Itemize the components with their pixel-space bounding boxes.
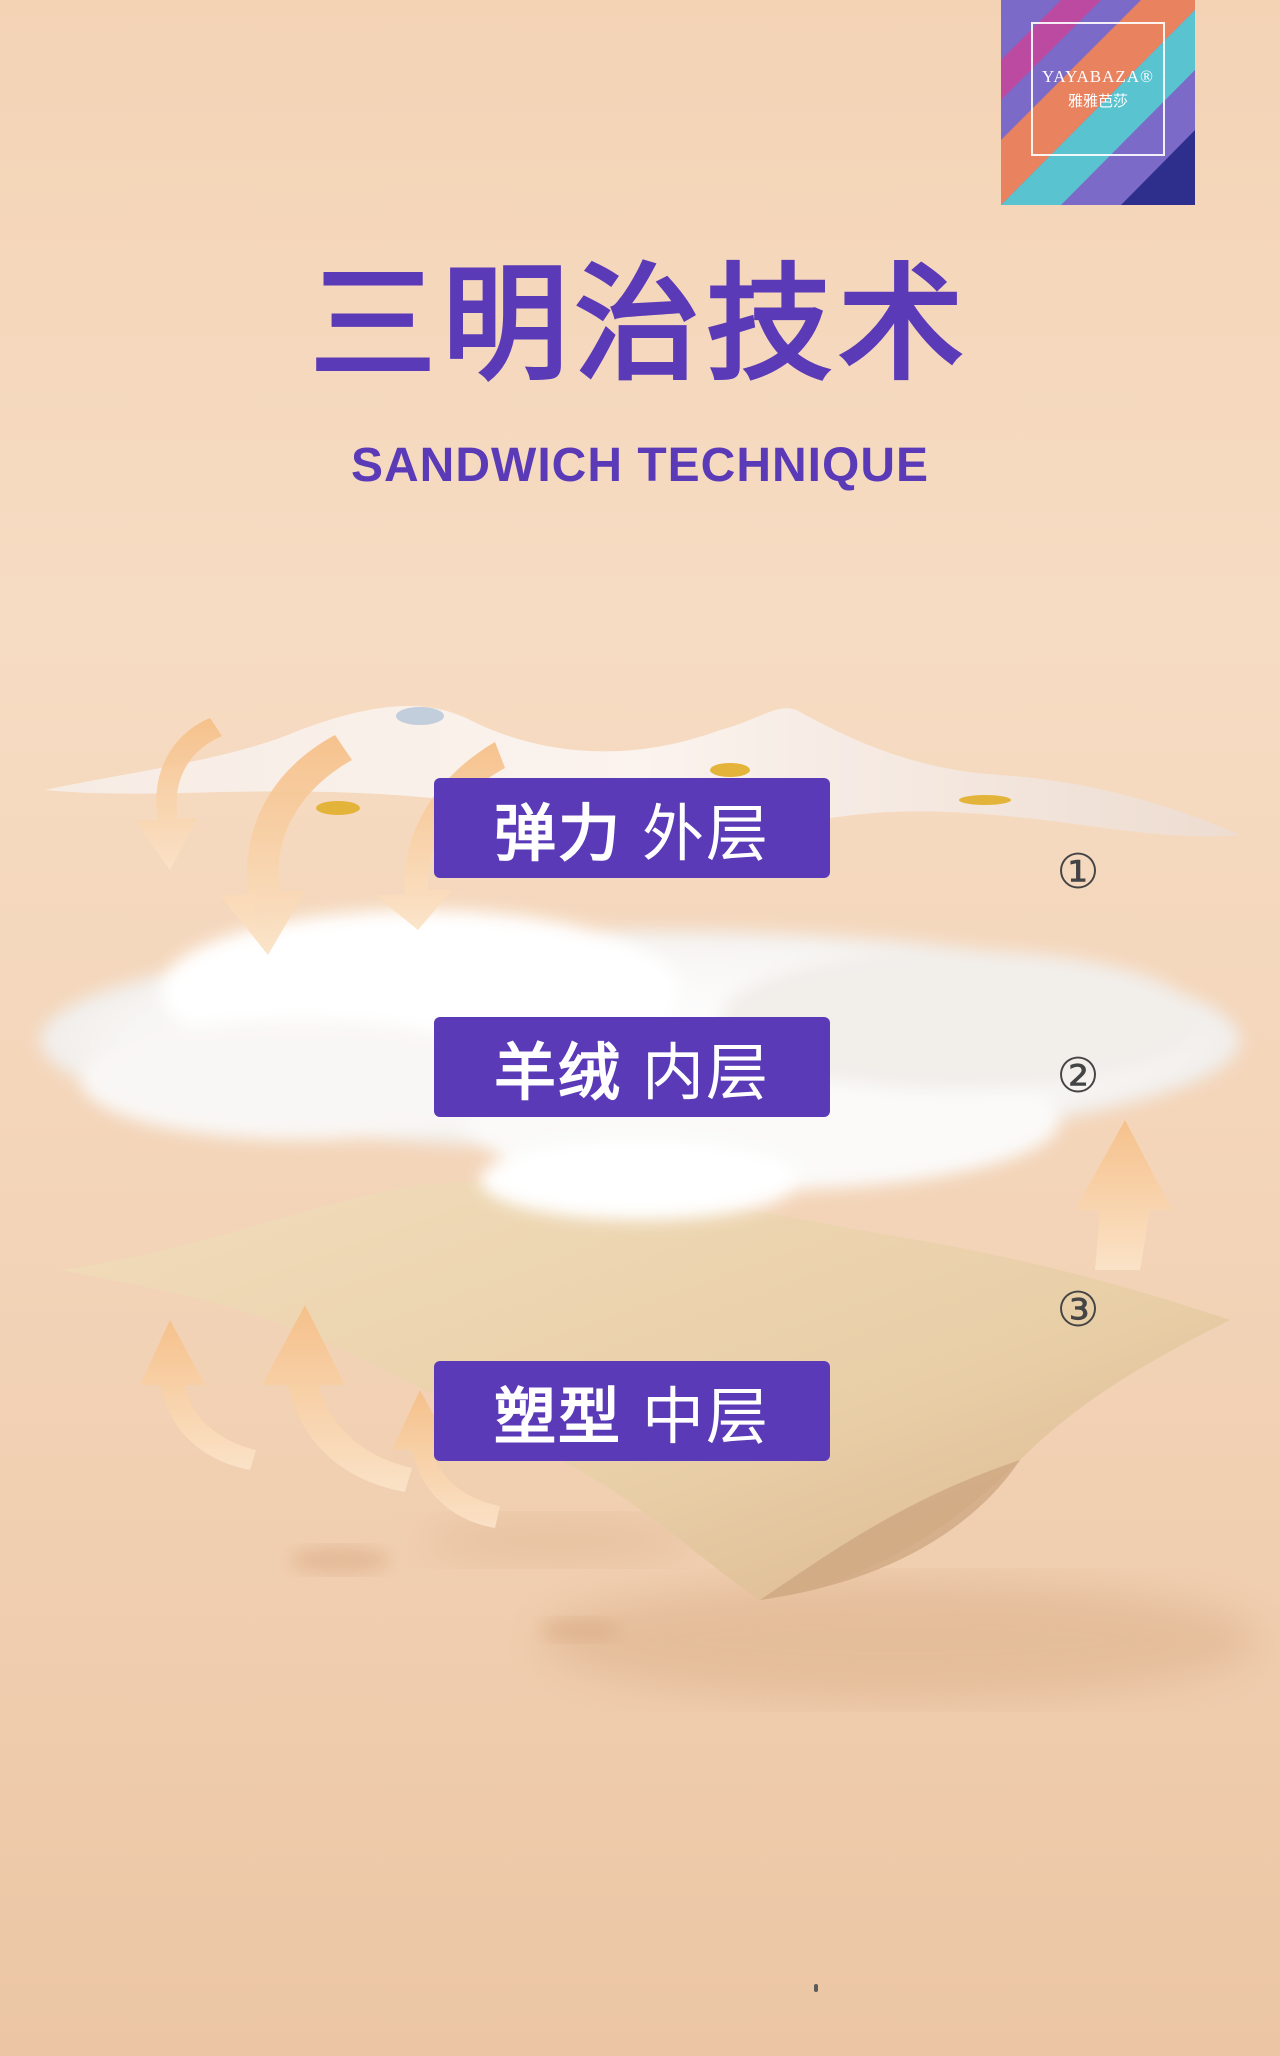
layer-label-middle: 塑型中层: [434, 1361, 830, 1461]
elastic-outer-layer-fabric: [45, 706, 1240, 837]
decorative-dot: [814, 1984, 818, 1992]
layer-label-name: 羊绒: [493, 1036, 622, 1109]
logo-name-cn: 雅雅芭莎: [1067, 92, 1128, 110]
arrows-up-left: [140, 1305, 500, 1528]
brand-logo: YAYABAZA® 雅雅芭莎: [1001, 0, 1195, 205]
layer-label-suffix: 中层: [642, 1380, 771, 1453]
floor-shadow-small: [420, 1516, 700, 1564]
layer-number-3: ③: [1056, 1282, 1100, 1338]
layer-number-2: ②: [1056, 1048, 1100, 1104]
page-subtitle: SANDWICH TECHNIQUE: [351, 439, 929, 492]
layer-label-inner: 羊绒内层: [434, 1017, 830, 1117]
logo-name-en: YAYABAZA®: [1042, 67, 1154, 86]
logo-stripes-background: [1001, 0, 1195, 205]
page-title: 三明治技术: [310, 251, 970, 398]
layer-label-name: 塑型: [493, 1380, 622, 1453]
layer-label-name: 弹力: [493, 797, 622, 870]
logo-frame: YAYABAZA® 雅雅芭莎: [1031, 22, 1165, 156]
layer-label-suffix: 内层: [642, 1036, 771, 1109]
arrow-up-right: [1075, 1120, 1172, 1270]
layer-label-outer: 弹力外层: [434, 778, 830, 878]
floor-shadow: [540, 1580, 1260, 1700]
layer-label-suffix: 外层: [642, 797, 771, 870]
layer-number-1: ①: [1056, 844, 1100, 900]
